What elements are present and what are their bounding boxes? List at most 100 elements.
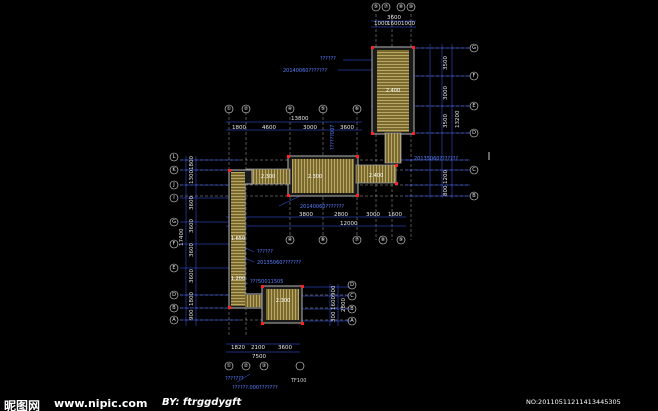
level-label-3: 2.400 xyxy=(369,173,383,179)
svg-text:⑦: ⑦ xyxy=(384,4,389,10)
mid-note: 20140060??????? xyxy=(300,204,344,210)
dim-mid-total: 12000 xyxy=(340,221,358,227)
svg-text:I: I xyxy=(173,195,174,201)
svg-text:E: E xyxy=(172,265,175,271)
dim-top-a-3: 1000 xyxy=(401,21,415,27)
svg-text:F: F xyxy=(473,73,476,79)
dim-bottom-2: 2100 xyxy=(251,345,265,351)
dim-lower-right-2: 1600 xyxy=(331,296,337,310)
svg-text:A: A xyxy=(172,317,176,323)
upper-vertical-note: ??????007 xyxy=(330,125,336,150)
annotations: ?????? 20140060??????? ??????007 2013506… xyxy=(225,56,458,391)
svg-text:⑥: ⑥ xyxy=(321,237,326,243)
dim-top-b-total: 13800 xyxy=(291,116,309,122)
svg-text:A: A xyxy=(350,318,354,324)
svg-text:G: G xyxy=(472,45,476,51)
dim-lower-right-1: 900 xyxy=(331,285,337,296)
watermark-url: www.nipic.com xyxy=(54,397,148,410)
dim-mid-4: 1600 xyxy=(388,212,402,218)
svg-text:②: ② xyxy=(244,106,249,112)
dim-right-1: 3500 xyxy=(443,56,449,70)
svg-text:B: B xyxy=(172,305,176,311)
level-label-5: 1.650 xyxy=(231,236,245,242)
dimension-lines xyxy=(180,20,470,383)
dim-left-4: 3600 xyxy=(189,219,195,233)
lower-note: ???50011505 xyxy=(250,279,283,285)
dim-top-a-1: 1000 xyxy=(374,21,388,27)
watermark-logo: 昵图网 xyxy=(4,399,41,411)
level-label-7: 2.300 xyxy=(276,298,290,304)
svg-text:①: ① xyxy=(227,106,232,112)
dim-lower-right-total: 2800 xyxy=(341,298,347,312)
svg-text:⑩: ⑩ xyxy=(409,4,414,10)
mid-corridor-right xyxy=(355,164,397,184)
svg-text:④: ④ xyxy=(288,106,293,112)
top-note-2: 20140060??????? xyxy=(283,68,327,74)
dim-top-b-2: 4600 xyxy=(262,125,276,131)
svg-text:E: E xyxy=(472,103,475,109)
bottom-note-1: ??????? xyxy=(225,376,244,382)
dim-left-6: 3600 xyxy=(189,269,195,283)
svg-text:⑦: ⑦ xyxy=(355,237,360,243)
dim-left-total: 17400 xyxy=(179,228,185,246)
bubbles-bottom xyxy=(285,235,406,245)
svg-text:⑤: ⑤ xyxy=(374,4,378,10)
bubbles-top-b xyxy=(224,104,362,114)
svg-text:B: B xyxy=(472,193,476,199)
top-note-1: ?????? xyxy=(320,56,336,62)
dim-left-1: 1800 xyxy=(189,156,195,170)
svg-text:C: C xyxy=(472,167,476,173)
svg-text:G: G xyxy=(172,219,176,225)
svg-text:K: K xyxy=(172,167,176,173)
dim-left-3: 3600 xyxy=(189,196,195,210)
svg-text:③: ③ xyxy=(262,363,266,369)
dim-right-3: 3500 xyxy=(443,114,449,128)
svg-text:⑧: ⑧ xyxy=(381,237,386,243)
svg-text:⑨: ⑨ xyxy=(399,237,403,243)
svg-text:⑧: ⑧ xyxy=(399,4,404,10)
level-label-6: 1.200 xyxy=(231,276,245,282)
level-label-1: 2.400 xyxy=(386,88,400,94)
left-wing-foot xyxy=(245,295,265,307)
axis-bubble-labels: ⑤ ⑦ ⑧ ⑩ ① ② ④ ⑤ ⑥ G F E D C B L K J I G … xyxy=(172,4,476,369)
dim-right-small-1: 1200 xyxy=(443,170,449,184)
svg-text:C: C xyxy=(350,293,354,299)
bottom-note-2: ??????.000??????? xyxy=(232,385,278,391)
right-note: 20135060??????? xyxy=(414,156,458,162)
dim-right-2: 3000 xyxy=(443,86,449,100)
bubbles-left xyxy=(169,152,179,325)
svg-text:L: L xyxy=(173,154,176,160)
dim-mid-3: 3000 xyxy=(366,212,380,218)
bubbles-lower-right xyxy=(347,280,357,326)
bubbles-top-a xyxy=(371,2,416,12)
svg-text:D: D xyxy=(350,282,354,288)
tower-stair xyxy=(377,50,409,132)
watermark-author: BY: ftrggdygft xyxy=(162,397,242,408)
dim-mid-2: 2800 xyxy=(334,212,348,218)
dim-top-a-total: 3600 xyxy=(387,15,401,21)
dim-left-2: 1300 xyxy=(189,170,195,184)
svg-text:B: B xyxy=(350,306,354,312)
level-label-4: 2.300 xyxy=(261,174,275,180)
svg-text:J: J xyxy=(172,182,174,188)
level-labels: 2.400 2.300 2.400 2.300 1.650 1.200 2.30… xyxy=(231,88,400,304)
dim-top-b-3: 3000 xyxy=(303,125,317,131)
dim-top-b-1: 1800 xyxy=(232,125,246,131)
dim-left-8: 900 xyxy=(189,309,195,320)
watermark-bar: 昵图网 www.nipic.com BY: ftrggdygft NO:2011… xyxy=(0,386,658,411)
left-note-1: ?????? xyxy=(257,249,273,255)
dim-bottom-3: 3600 xyxy=(278,345,292,351)
svg-text:D: D xyxy=(472,130,476,136)
svg-text:④: ④ xyxy=(288,237,293,243)
mid-block-stair xyxy=(292,159,354,193)
bubbles-right xyxy=(469,43,479,201)
watermark-number: NO:20110511211413445305 xyxy=(526,398,621,406)
axis-bubbles xyxy=(169,2,479,371)
tower-connector xyxy=(384,132,402,164)
left-note-2: 20135060??????? xyxy=(257,260,301,266)
dim-right-small-2: 800 xyxy=(443,185,449,196)
svg-text:②: ② xyxy=(244,363,249,369)
svg-text:F: F xyxy=(173,241,176,247)
